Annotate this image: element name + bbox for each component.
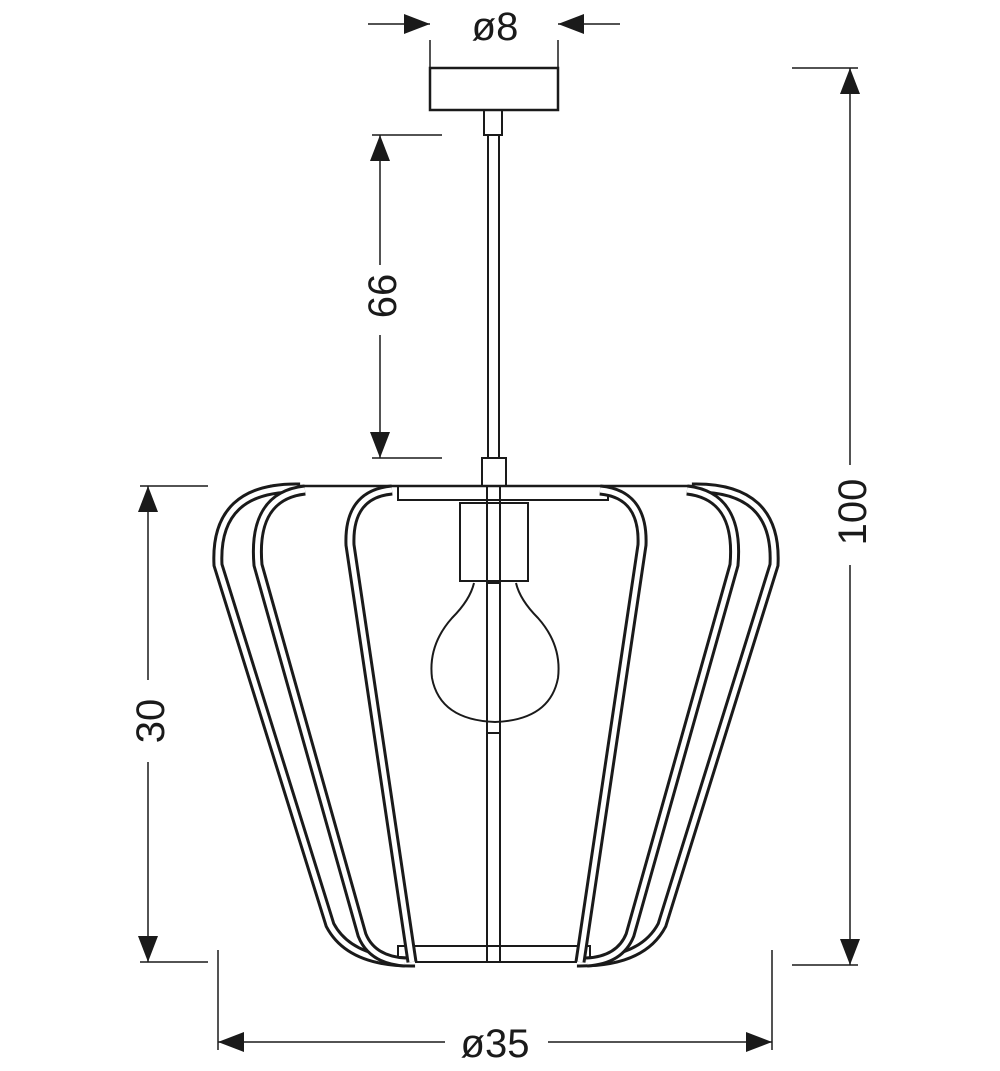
dimension-shade-height: 30 bbox=[129, 485, 208, 963]
dimension-cable-length: 66 bbox=[361, 134, 442, 459]
dimension-canopy-diameter: ø8 bbox=[368, 5, 620, 68]
canopy-diameter-label: ø8 bbox=[472, 5, 519, 49]
total-height-label: 100 bbox=[831, 479, 875, 546]
shade-height-label: 30 bbox=[129, 699, 173, 744]
canopy bbox=[428, 66, 560, 136]
lamp-shade bbox=[212, 486, 774, 962]
cable-length-label: 66 bbox=[361, 274, 405, 319]
dimension-shade-diameter: ø35 bbox=[217, 950, 773, 1066]
light-bulb bbox=[430, 502, 560, 734]
shade-diameter-label: ø35 bbox=[461, 1022, 530, 1066]
suspension-rod bbox=[481, 134, 507, 963]
dimension-total-height: 100 bbox=[792, 67, 875, 966]
